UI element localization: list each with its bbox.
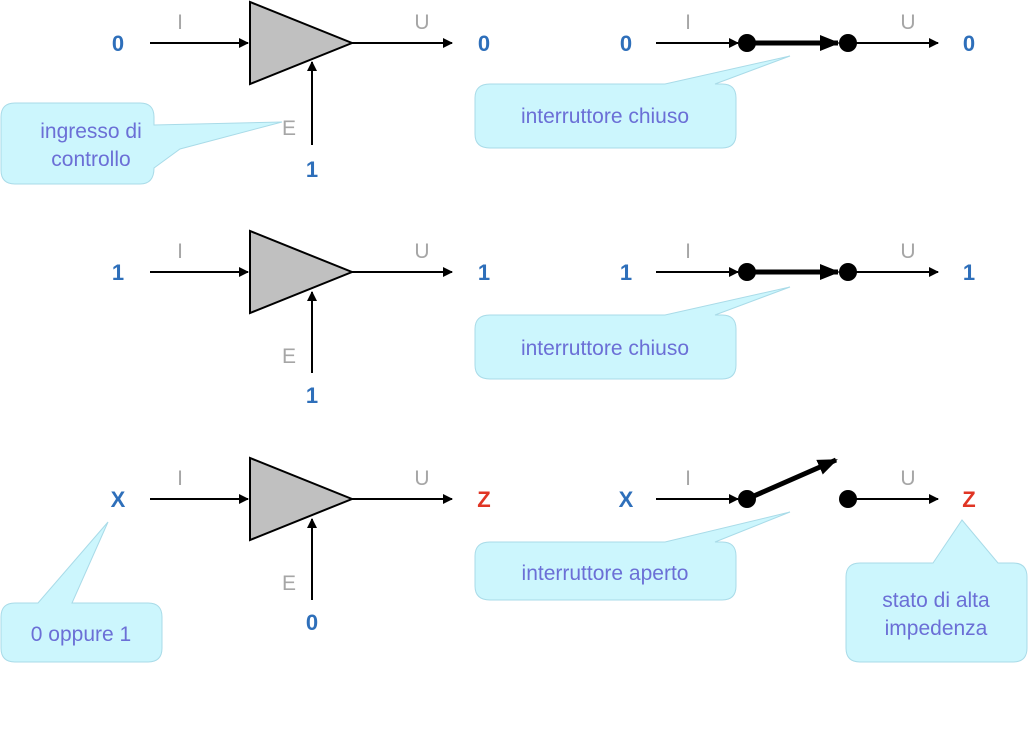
switch-input-value: 1 — [620, 260, 632, 285]
buffer-input-value: 0 — [112, 31, 124, 56]
buffer-output-value: Z — [477, 487, 490, 512]
enable-pin-label: E — [282, 117, 296, 140]
switch-input-pin-label: I — [685, 467, 691, 490]
svg-text:controllo: controllo — [51, 148, 130, 171]
control-input-callout: ingresso di controllo — [0, 102, 283, 185]
enable-value: 0 — [306, 610, 318, 635]
switch-state-callout: interruttore aperto — [474, 511, 791, 601]
svg-text:stato di alta: stato di alta — [882, 589, 990, 612]
enable-pin-label: E — [282, 572, 296, 595]
buffer-input-value: X — [111, 487, 126, 512]
switch-output-value: Z — [962, 487, 975, 512]
svg-text:0 oppure 1: 0 oppure 1 — [31, 623, 131, 646]
svg-text:interruttore aperto: interruttore aperto — [522, 562, 689, 585]
switch-output-value: 1 — [963, 260, 975, 285]
enable-pin-label: E — [282, 345, 296, 368]
input-pin-label: I — [177, 11, 183, 34]
row-1: 0 I U 0 E 1 0 I U 0 interruttore chiuso … — [0, 0, 975, 185]
switch-input-value: X — [619, 487, 634, 512]
enable-value: 1 — [306, 157, 318, 182]
high-impedance-callout: stato di alta impedenza — [845, 519, 1028, 663]
switch-input-pin-label: I — [685, 11, 691, 34]
buffer-triangle — [249, 0, 355, 86]
enable-value: 1 — [306, 383, 318, 408]
buffer-input-value: 1 — [112, 260, 124, 285]
buffer-triangle — [249, 229, 355, 315]
row-3: X I U Z E 0 X I U Z interruttore aperto … — [0, 456, 1028, 663]
buffer-output-value: 0 — [478, 31, 490, 56]
switch-output-pin-label: U — [900, 240, 915, 263]
svg-text:interruttore chiuso: interruttore chiuso — [521, 105, 689, 128]
output-pin-label: U — [414, 467, 429, 490]
switch-input-pin-label: I — [685, 240, 691, 263]
output-pin-label: U — [414, 11, 429, 34]
input-pin-label: I — [177, 240, 183, 263]
either-value-callout: 0 oppure 1 — [0, 521, 163, 663]
switch-input-value: 0 — [620, 31, 632, 56]
switch-blade-open — [745, 457, 838, 502]
switch-state-callout: interruttore chiuso — [474, 55, 791, 149]
row-2: 1 I U 1 E 1 1 I U 1 interruttore chiuso — [112, 229, 975, 408]
switch-output-value: 0 — [963, 31, 975, 56]
svg-text:impedenza: impedenza — [885, 617, 988, 640]
switch-output-pin-label: U — [900, 11, 915, 34]
svg-text:ingresso di: ingresso di — [40, 120, 142, 143]
switch-state-callout: interruttore chiuso — [474, 286, 791, 380]
buffer-output-value: 1 — [478, 260, 490, 285]
input-pin-label: I — [177, 467, 183, 490]
buffer-triangle — [249, 456, 355, 542]
output-pin-label: U — [414, 240, 429, 263]
svg-text:interruttore chiuso: interruttore chiuso — [521, 337, 689, 360]
switch-output-pin-label: U — [900, 467, 915, 490]
